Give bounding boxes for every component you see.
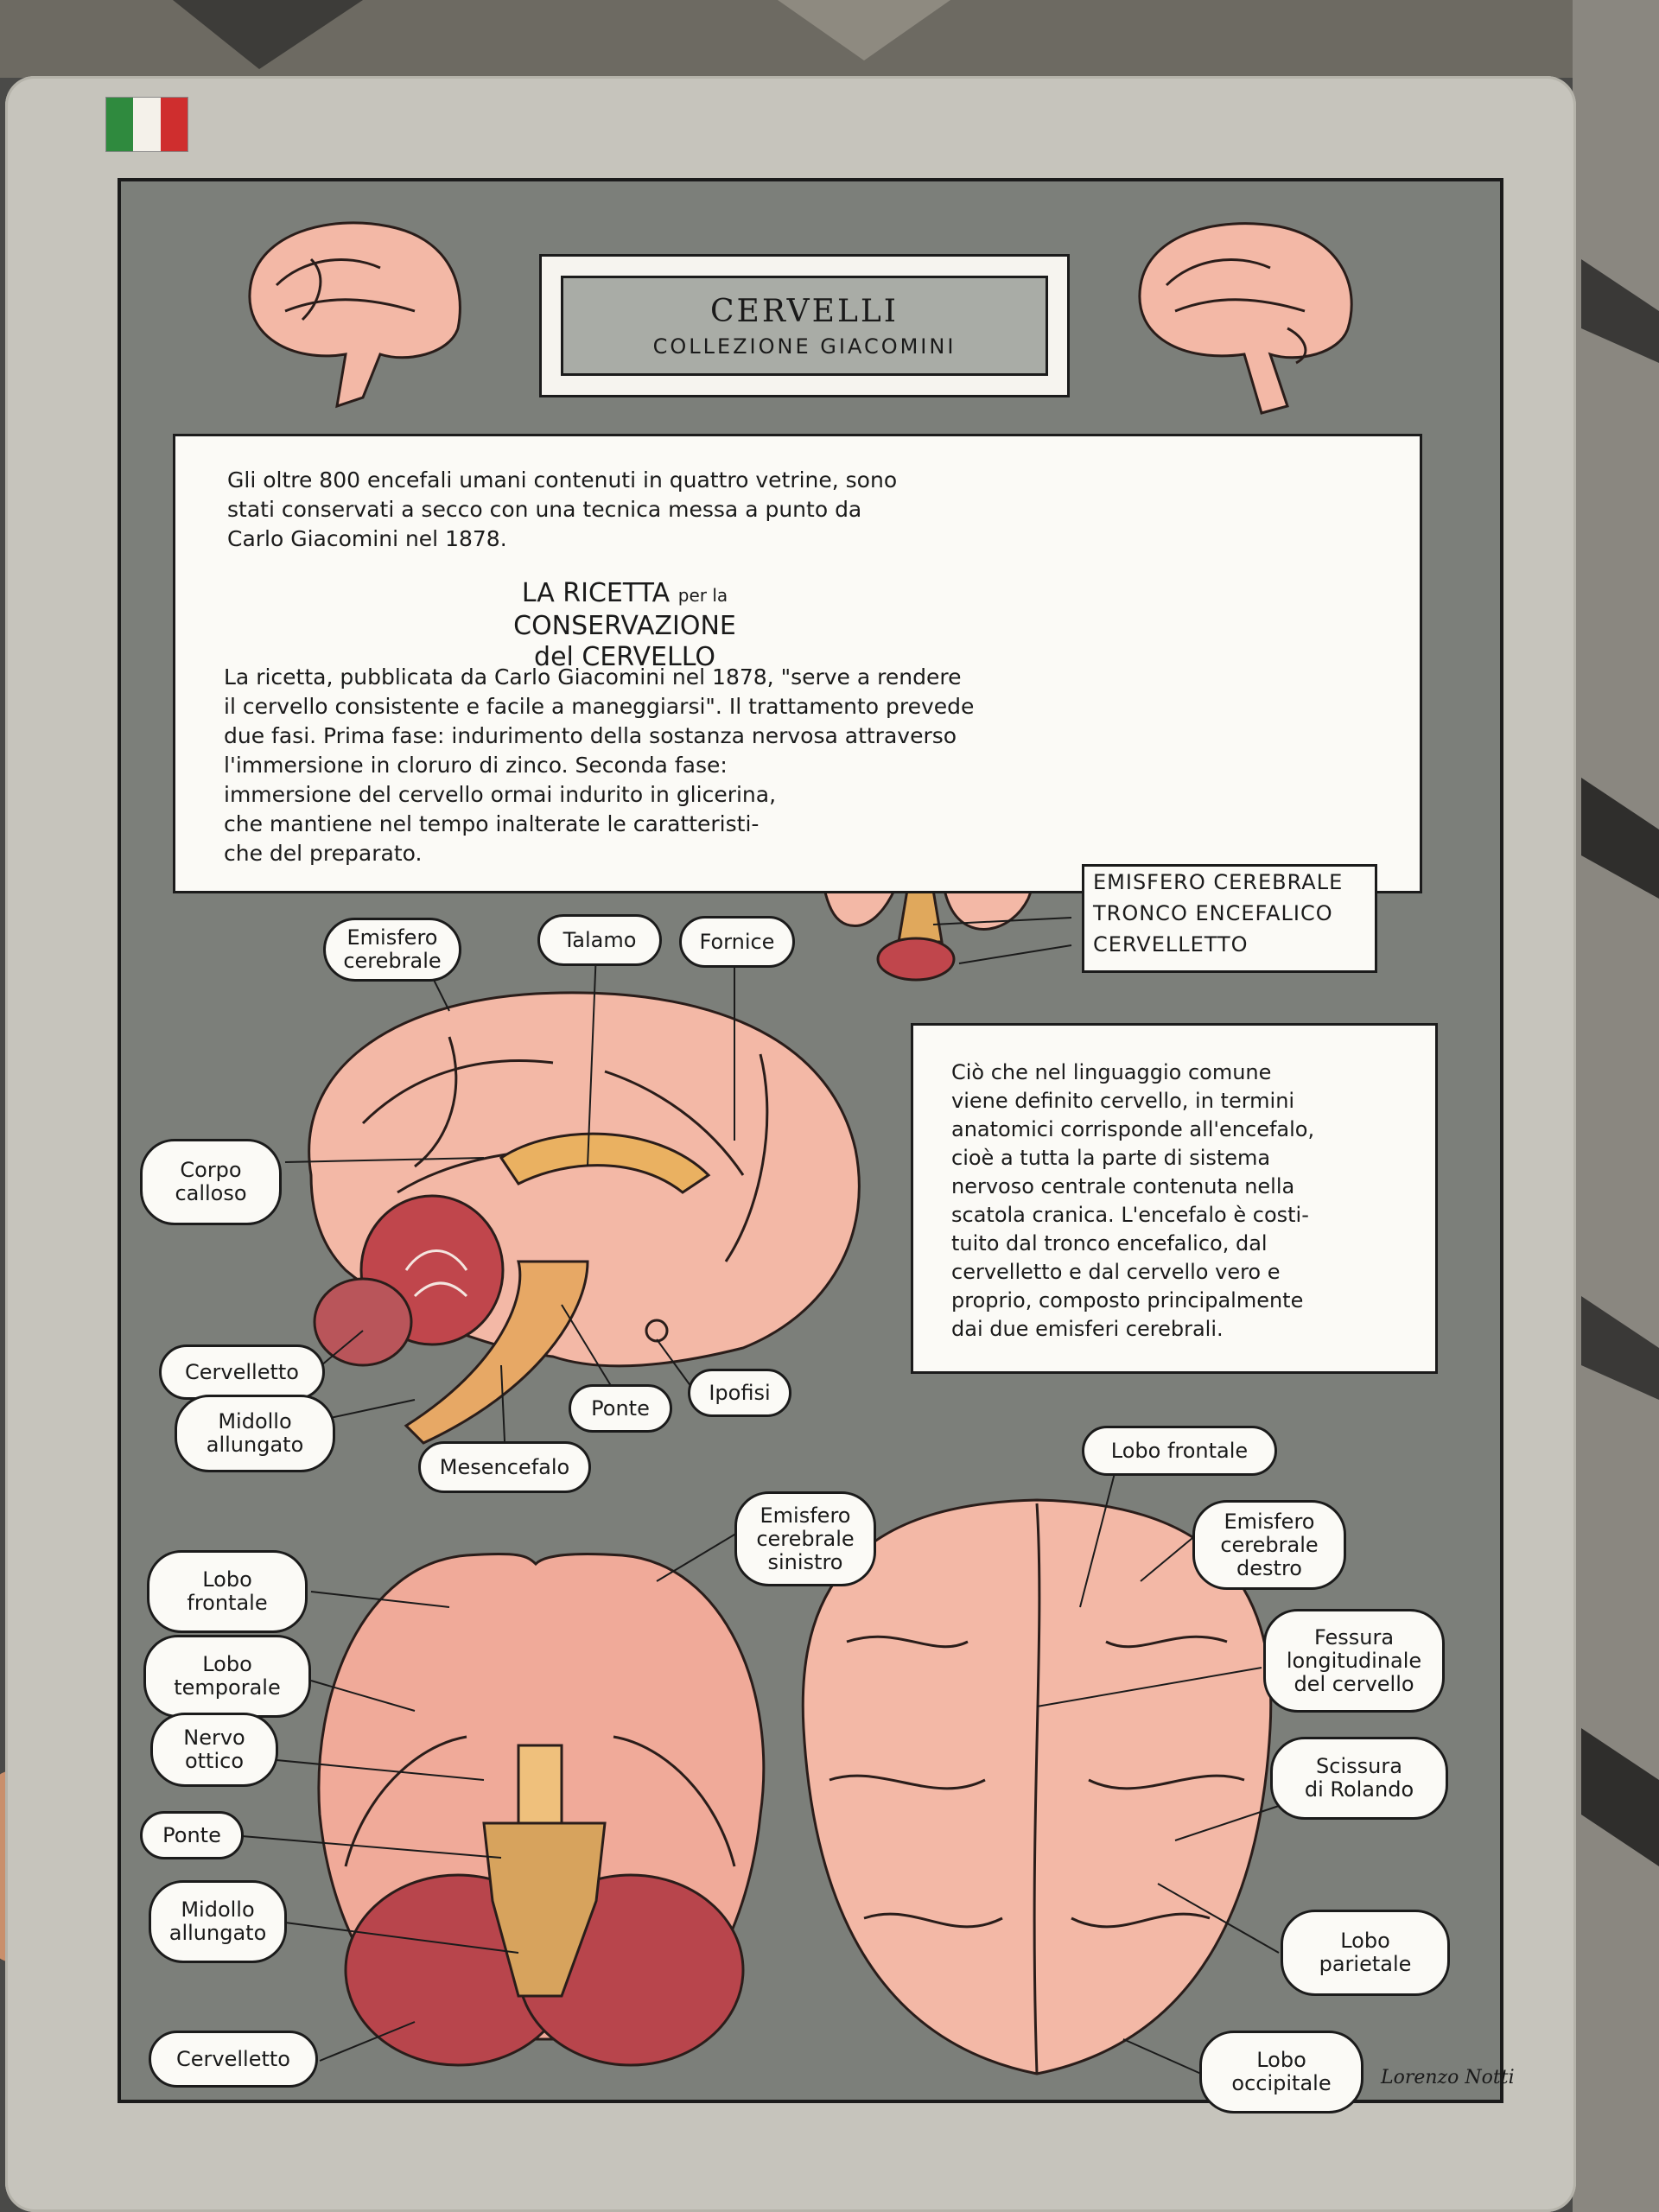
sagittal-brain-illustration [308,991,861,1445]
ricetta-line: il cervello consistente e facile a maneg… [224,694,975,719]
ricetta-heading: LA RICETTA per la CONSERVAZIONE del CERV… [417,578,832,673]
label-cervelletto-sagittal: Cervelletto [159,1344,325,1400]
definition-line: viene definito cervello, in termini [951,1089,1295,1113]
label-ponte-inferior: Ponte [140,1811,244,1859]
definition-line: anatomici corrisponde all'encefalo, [951,1117,1315,1141]
definition-line: proprio, composto principalmente [951,1288,1304,1313]
definition-line: scatola cranica. L'encefalo è costi- [951,1203,1309,1227]
intro-line: Carlo Giacomini nel 1878. [227,526,507,551]
ricetta-line: La ricetta, pubblicata da Carlo Giacomin… [224,664,962,690]
label-nervo-ottico: Nervo ottico [150,1713,278,1787]
intro-text-box: Gli oltre 800 encefali umani contenuti i… [173,434,1422,893]
intro-line: Gli oltre 800 encefali umani contenuti i… [227,467,898,493]
label-lobo-occipitale: Lobo occipitale [1199,2031,1363,2113]
label-emisfero-destro: Emisfero cerebrale destro [1192,1500,1346,1590]
ricetta-paragraph: La ricetta, pubblicata da Carlo Giacomin… [224,663,974,868]
ricetta-line: immersione del cervello ormai indurito i… [224,782,777,807]
definition-line: dai due emisferi cerebrali. [951,1317,1224,1341]
title-plaque-inner: CERVELLI COLLEZIONE GIACOMINI [561,276,1048,376]
definition-line: Ciò che nel linguaggio comune [951,1060,1272,1084]
definition-paragraph: Ciò che nel linguaggio comune viene defi… [951,1058,1314,1344]
label-ipofisi: Ipofisi [688,1369,791,1417]
label-cervelletto-inferior: Cervelletto [149,2031,318,2088]
ricetta-title: LA RICETTA [521,578,671,608]
flag-red-stripe [160,98,188,151]
header-brain-right-icon [1138,222,1353,415]
label-emisfero-sinistro: Emisfero cerebrale sinistro [734,1491,876,1586]
superior-brain-illustration [801,1498,1273,2075]
brain-parts-legend: EMISFERO CEREBRALE TRONCO ENCEFALICO CER… [1082,864,1377,973]
artist-signature: Lorenzo Notti [1381,2067,1515,2088]
label-ponte-sagittal: Ponte [569,1384,672,1433]
page-title: CERVELLI [710,293,899,329]
label-lobo-frontale-superior: Lobo frontale [1082,1426,1277,1476]
definition-line: tuito dal tronco encefalico, dal [951,1231,1268,1255]
ricetta-title-3: del CERVELLO [534,642,715,672]
ricetta-line: che mantiene nel tempo inalterate le car… [224,811,760,836]
legend-item-cervelletto: CERVELLETTO [1093,932,1249,957]
page-subtitle: COLLEZIONE GIACOMINI [652,334,957,359]
label-mesencefalo: Mesencefalo [418,1441,591,1493]
label-fessura-longitudinale: Fessura longitudinale del cervello [1263,1609,1445,1713]
label-emisfero-cerebrale: Emisfero cerebrale [323,918,461,982]
inferior-brain-illustration [317,1552,766,2067]
label-scissura-rolando: Scissura di Rolando [1270,1737,1448,1820]
title-plaque: CERVELLI COLLEZIONE GIACOMINI [539,254,1070,397]
ricetta-line: due fasi. Prima fase: indurimento della … [224,723,957,748]
ricetta-line: che del preparato. [224,841,423,866]
flag-white-stripe [133,98,161,151]
definition-line: cervelletto e dal cervello vero e [951,1260,1281,1284]
label-lobo-temporale: Lobo temporale [143,1635,311,1718]
ricetta-line: l'immersione in cloruro di zinco. Second… [224,753,728,778]
legend-item-emisfero: EMISFERO CEREBRALE [1093,870,1344,894]
leader-lines [241,889,1280,2075]
definition-text-box: Ciò che nel linguaggio comune viene defi… [911,1023,1438,1374]
label-lobo-frontale-inferior: Lobo frontale [147,1550,308,1633]
label-midollo-sagittal: Midollo allungato [175,1395,335,1472]
label-fornice: Fornice [679,916,795,968]
label-lobo-parietale: Lobo parietale [1281,1910,1450,1996]
label-corpo-calloso: Corpo calloso [140,1139,282,1225]
legend-item-tronco: TRONCO ENCEFALICO [1093,901,1333,925]
brainstem-illustration [876,888,956,982]
intro-line: stati conservati a secco con una tecnica… [227,497,862,522]
label-talamo: Talamo [537,914,662,966]
ricetta-connector: per la [677,585,728,606]
italian-flag-icon [105,97,188,152]
definition-line: nervoso centrale contenuta nella [951,1174,1295,1198]
definition-line: cioè a tutta la parte di sistema [951,1146,1271,1170]
intro-paragraph: Gli oltre 800 encefali umani contenuti i… [227,466,897,554]
flag-green-stripe [106,98,134,151]
label-midollo-inferior: Midollo allungato [149,1880,287,1963]
ricetta-title-2: CONSERVAZIONE [513,611,736,641]
header-brain-left-icon [248,221,461,409]
